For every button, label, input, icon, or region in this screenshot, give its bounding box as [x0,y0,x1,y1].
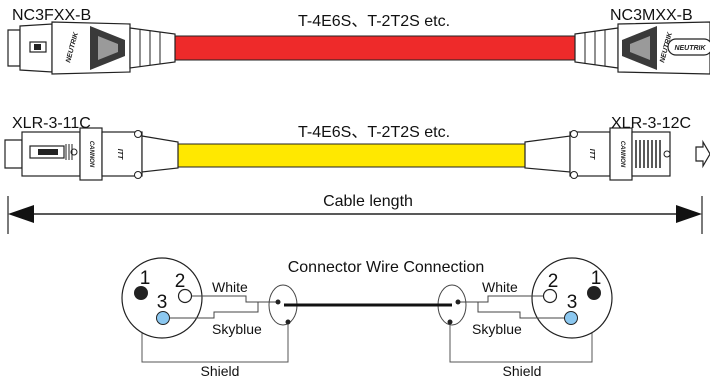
left-pin-3-label: 3 [157,292,168,313]
left-pin-2 [177,288,193,304]
brand-itt-left: ITT [116,149,123,160]
connector-nc3fxx-b: NEUTRIK [7,21,176,75]
dimension-cable-length: Cable length [7,193,703,234]
label-cable-length: Cable length [323,193,413,210]
label-shield-right: Shield [503,363,542,378]
cable-neutrik: NEUTRIK NEUTRIK NEUTRIK NC3FXX-B NC3MXX-… [7,7,710,75]
arrow-right-icon [676,205,702,223]
left-pin-2-label: 2 [175,271,186,292]
label-xlr-3-11c: XLR-3-11C [12,115,91,132]
label-skyblue-left: Skyblue [212,321,262,337]
label-cable-type-1: T-4E6S、T-2T2S etc. [298,13,450,30]
left-connector-face: 1 2 3 [121,257,203,339]
label-white-left: White [212,279,248,295]
wiring-title: Connector Wire Connection [288,259,485,276]
connector-xlr-3-12c: ITT CANNON [524,127,710,181]
right-pin-1 [587,286,601,300]
label-white-right: White [482,279,518,295]
right-pin-2 [542,288,558,304]
right-pin-2-label: 2 [548,271,559,292]
cable-yellow [177,143,526,168]
right-connector-face: 2 1 3 [531,257,613,339]
label-cable-type-2: T-4E6S、T-2T2S etc. [298,124,450,141]
label-nc3mxx-b: NC3MXX-B [610,7,693,24]
cable-cannon: CANNON ITT ITT CANNON XLR-3-11C XLR-3-12… [4,115,710,181]
label-skyblue-right: Skyblue [472,321,522,337]
left-pin-1 [134,286,148,300]
left-pin-3 [156,311,170,325]
right-pin-3 [564,311,578,325]
right-pin-1-label: 1 [591,268,602,289]
connector-nc3mxx-b: NEUTRIK NEUTRIK [574,21,710,75]
label-shield-left: Shield [201,363,240,378]
brand-cannon-left: CANNON [88,141,94,168]
brand-cannon-right: CANNON [619,141,625,168]
cable-red [174,35,576,61]
left-pin-1-label: 1 [140,268,151,289]
brand-badge-neutrik: NEUTRIK [674,45,706,52]
label-xlr-3-12c: XLR-3-12C [611,115,691,132]
connector-xlr-3-11c: CANNON ITT [4,127,179,181]
arrow-left-icon [8,205,34,223]
label-nc3fxx-b: NC3FXX-B [12,7,91,24]
brand-itt-right: ITT [588,149,595,160]
wire-connection-diagram: Connector Wire Connection 1 2 3 2 1 3 [121,257,613,378]
right-pin-3-label: 3 [567,292,578,313]
